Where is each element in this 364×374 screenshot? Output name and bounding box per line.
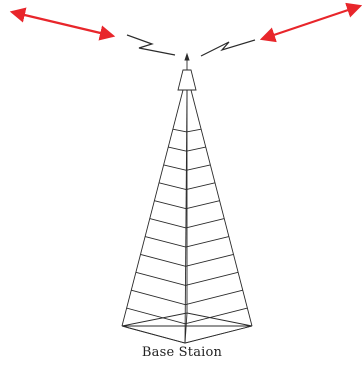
- base-station-caption: Base Staion: [141, 345, 223, 360]
- right-double-arrow-icon: [259, 2, 363, 43]
- right-radio-wave-icon: [200, 39, 256, 57]
- left-radio-wave-icon: [126, 34, 176, 56]
- left-double-arrow-icon: [9, 7, 116, 41]
- base-station-tower-icon: [121, 52, 253, 344]
